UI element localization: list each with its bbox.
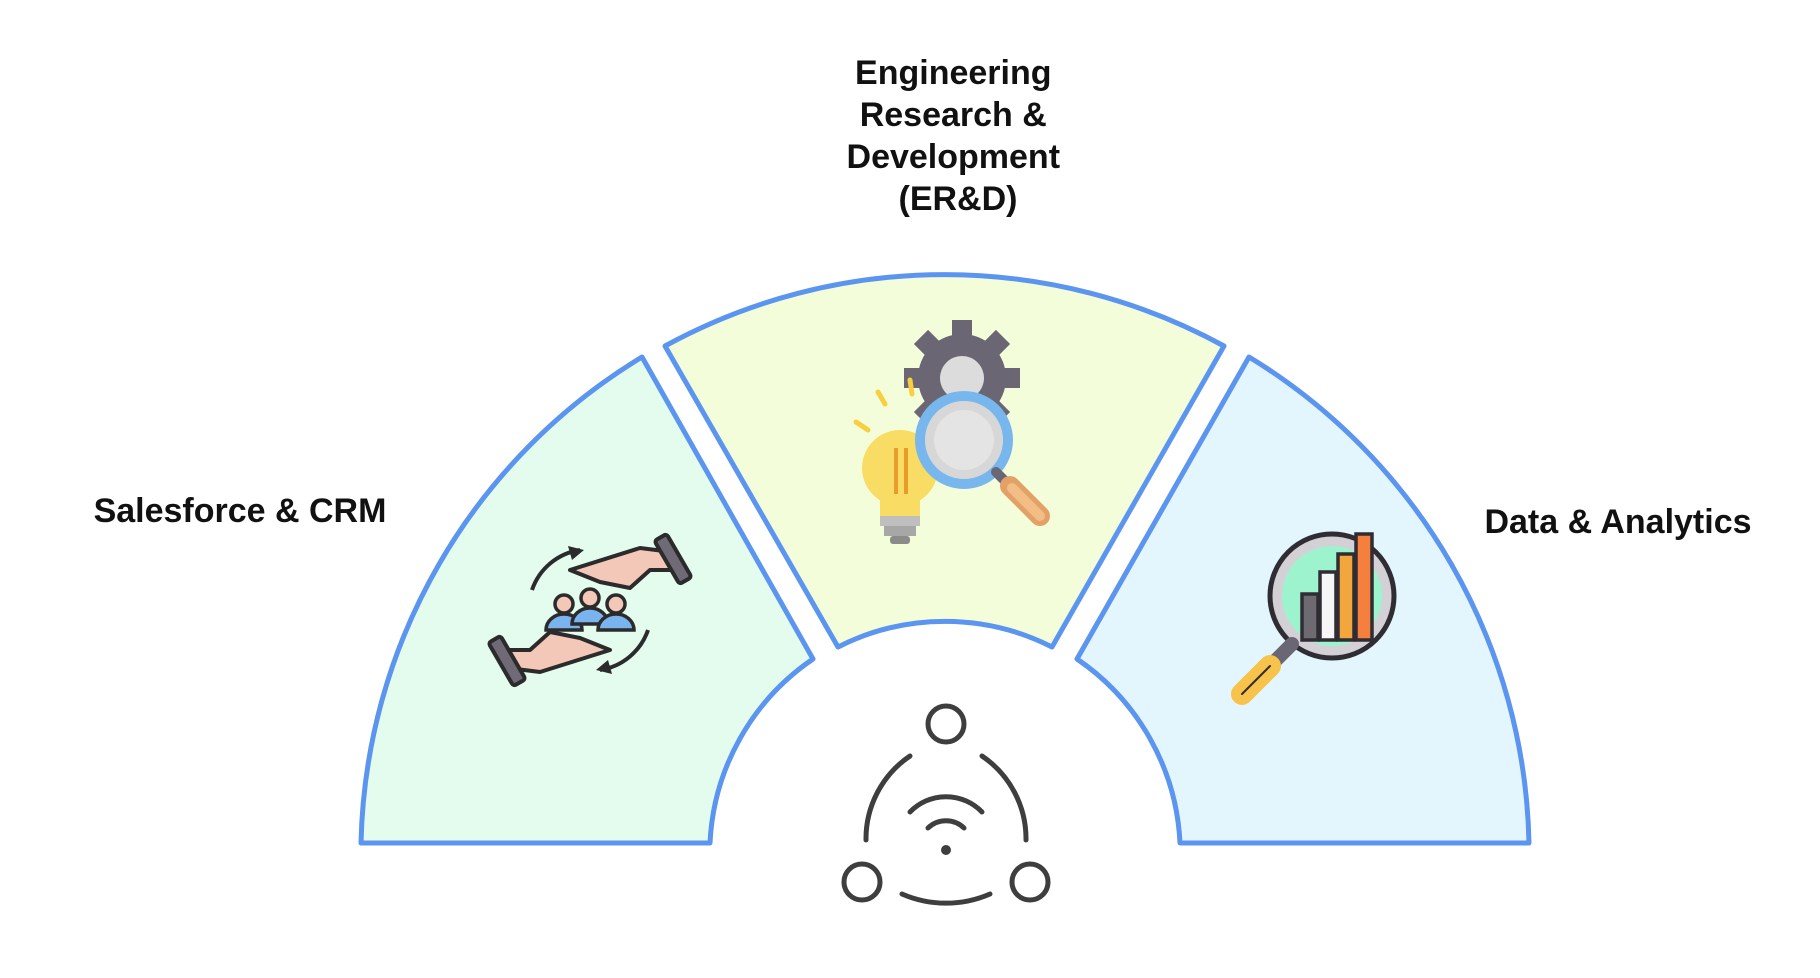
label-salesforce-crm: Salesforce & CRM [94, 492, 387, 530]
chart-magnifier-icon [1231, 531, 1397, 705]
label-erd: Engineering Research & Development (ER&D… [847, 54, 1070, 218]
network-hub-icon [841, 703, 1051, 906]
handshake-people-cycle-icon [487, 532, 693, 688]
label-data-analytics: Data & Analytics [1484, 503, 1751, 541]
